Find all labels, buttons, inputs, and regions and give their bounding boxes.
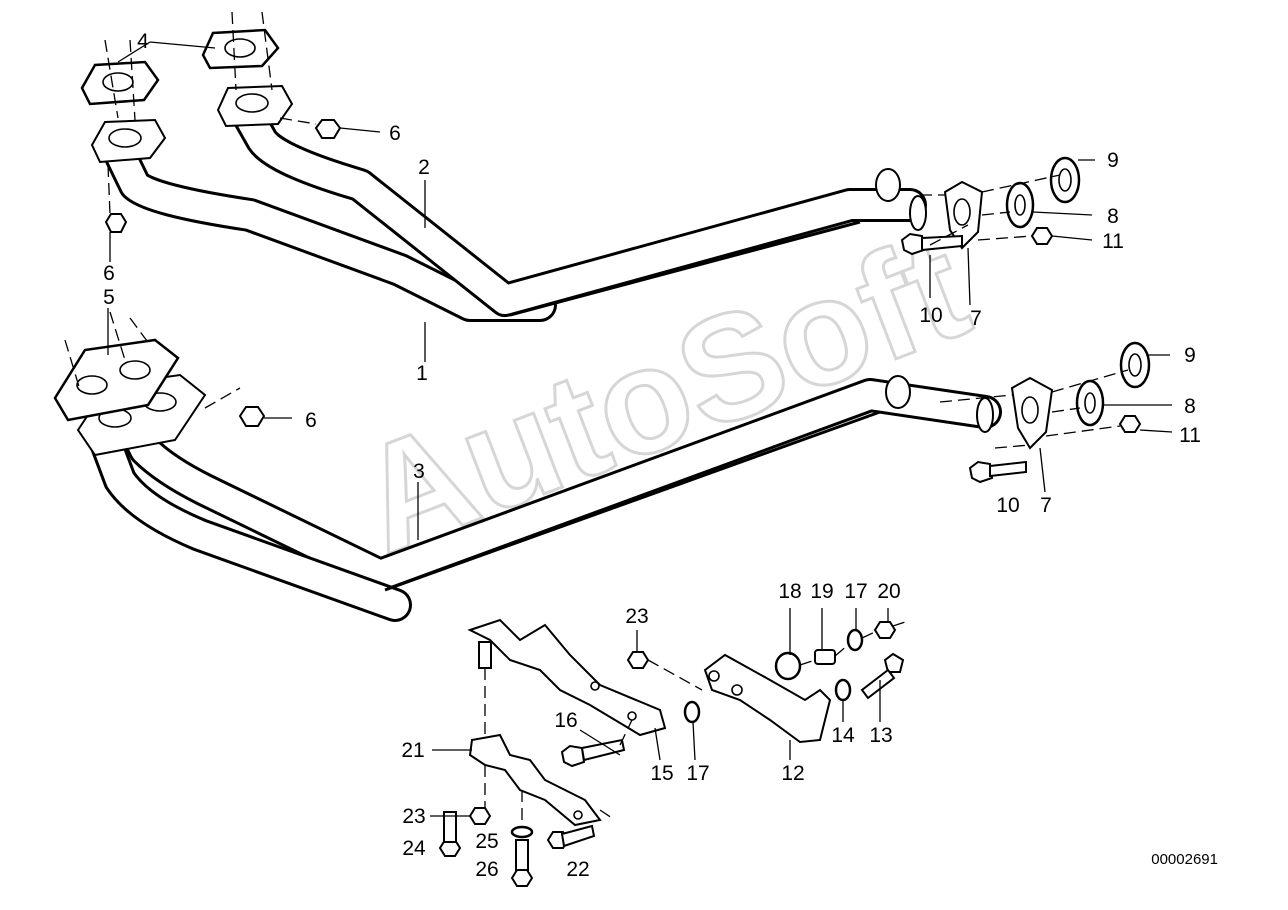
document-id: 00002691 — [1151, 851, 1218, 868]
nut-upper-a — [314, 119, 342, 139]
nut-20 — [873, 621, 897, 639]
callout-9: 9 — [1184, 344, 1196, 367]
callout-14: 14 — [831, 724, 855, 747]
callout-8: 8 — [1184, 395, 1196, 418]
callout-21: 21 — [401, 739, 424, 762]
bolt-13 — [860, 652, 905, 700]
nut-11-upper — [1030, 227, 1054, 245]
callout-24: 24 — [402, 837, 426, 860]
bolt-24 — [438, 811, 462, 857]
callout-15: 15 — [650, 762, 673, 785]
pipe-3 — [88, 378, 1002, 622]
callout-7: 7 — [970, 307, 982, 330]
flange-pipe-1 — [90, 118, 167, 164]
callout-4: 4 — [137, 30, 149, 53]
callout-5: 5 — [103, 286, 115, 309]
washer-17-upper — [846, 628, 864, 652]
flange-7-lower — [1010, 376, 1054, 450]
gasket-5 — [53, 338, 180, 422]
bolt-10-upper — [900, 232, 963, 256]
bolt-26 — [510, 839, 534, 887]
pipe-end-upper-a — [875, 168, 901, 202]
stud-upper — [478, 641, 492, 669]
bolt-22 — [546, 824, 596, 849]
callout-8: 8 — [1107, 205, 1119, 228]
gasket-upper-right — [201, 28, 280, 70]
callout-1: 1 — [416, 362, 428, 385]
flange-pipe-2 — [216, 84, 294, 128]
bracket-12 — [703, 653, 832, 744]
assembly-dashed-lines — [64, 11, 1129, 826]
nut-11-lower — [1118, 415, 1142, 433]
clamp-lower — [468, 733, 602, 827]
callout-20: 20 — [877, 580, 900, 603]
leader-lines — [107, 41, 1173, 817]
nut-23-lower — [468, 807, 492, 825]
pipe-1 — [101, 133, 557, 322]
nut-lower — [238, 406, 266, 427]
callout-17: 17 — [844, 580, 867, 603]
pipe-end-lower-b — [976, 397, 994, 433]
seal-9-upper — [1049, 156, 1081, 204]
callout-10: 10 — [919, 304, 942, 327]
callout-2: 2 — [418, 156, 430, 179]
callout-17: 17 — [686, 762, 709, 785]
callout-7: 7 — [1040, 494, 1052, 517]
callout-3: 3 — [413, 460, 425, 483]
callout-6: 6 — [103, 262, 115, 285]
washer-17-lower — [683, 700, 701, 724]
callout-12: 12 — [781, 762, 804, 785]
callout-26: 26 — [475, 858, 498, 881]
callout-23: 23 — [625, 605, 648, 628]
callout-19: 19 — [810, 580, 833, 603]
callout-25: 25 — [475, 830, 498, 853]
bolt-10-lower — [968, 460, 1027, 484]
callout-16: 16 — [554, 709, 577, 732]
callout-11: 11 — [1102, 230, 1124, 253]
bolt-16 — [560, 738, 626, 768]
callout-13: 13 — [869, 724, 892, 747]
nut-23-upper — [626, 651, 650, 669]
pipe-end-upper-b — [909, 195, 927, 231]
callout-11: 11 — [1179, 424, 1201, 447]
sleeve-19 — [814, 649, 836, 665]
callout-23: 23 — [402, 805, 425, 828]
callout-6: 6 — [305, 409, 317, 432]
ring-8-lower — [1075, 379, 1105, 427]
ring-8-upper — [1005, 181, 1035, 229]
nut-upper-b — [104, 213, 128, 233]
flange-7-upper — [943, 180, 984, 250]
seal-9-lower — [1119, 341, 1151, 389]
bushing-18 — [774, 651, 802, 681]
pipe-2 — [228, 93, 927, 317]
washer-14 — [834, 678, 852, 702]
callout-labels: 4 6 2 9 8 11 6 5 10 7 1 9 6 8 11 3 10 7 … — [103, 30, 1201, 881]
washer-25 — [510, 825, 534, 839]
pipe-end-lower-a — [885, 375, 911, 409]
callout-10: 10 — [996, 494, 1019, 517]
callout-9: 9 — [1107, 149, 1119, 172]
clamp-upper — [467, 618, 667, 737]
callout-18: 18 — [778, 580, 801, 603]
callout-6: 6 — [389, 122, 401, 145]
gasket-upper-left — [80, 60, 160, 106]
callout-22: 22 — [566, 858, 589, 881]
